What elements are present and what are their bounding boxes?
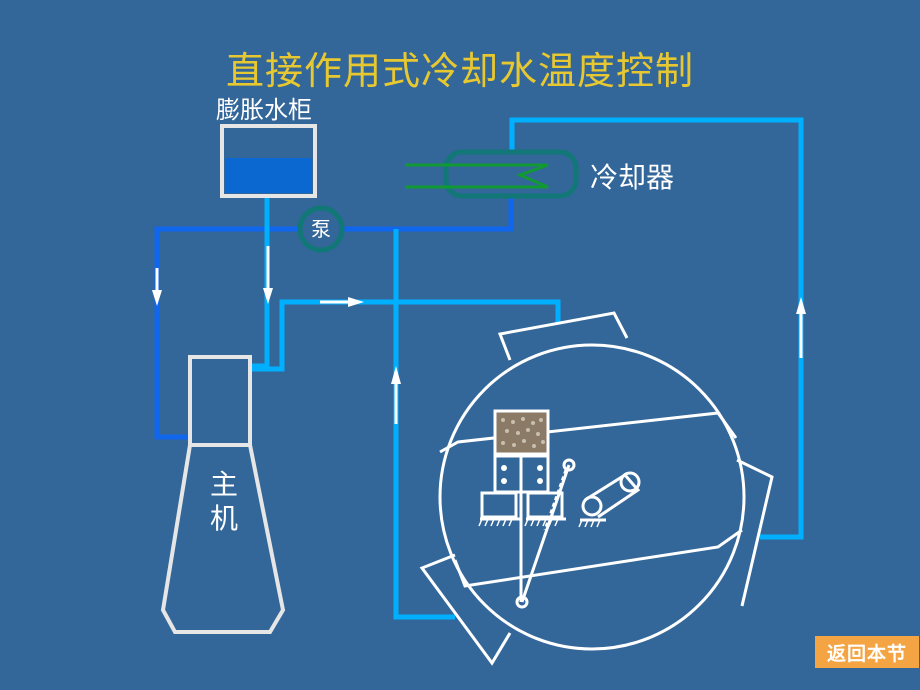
arrow-down-center-icon [263,246,273,304]
pipe-pump-to-engine [154,226,298,440]
arrow-up-right-icon [796,297,806,358]
thermostatic-valve [419,311,774,666]
cooler [405,149,579,199]
expansion-tank-label: 膨胀水柜 [216,96,312,124]
pipe-bypass [393,229,455,620]
pump-label: 泵 [311,217,331,241]
cooler-coil-icon [405,163,549,189]
back-to-section-button[interactable]: 返回本节 [815,636,919,668]
cooler-label: 冷却器 [590,161,675,194]
page-title: 直接作用式冷却水温度控制 [225,49,694,93]
pipe-valve-to-cooler [509,117,804,540]
pipe-cooler-to-pump [343,196,514,232]
main-engine-label: 主 机 [209,468,238,535]
pipe-engine-outlet [252,299,561,372]
sensing-element-pattern [501,417,545,448]
expansion-tank [220,124,317,198]
pipe-tank-down [252,196,270,369]
arrow-right-icon [320,297,364,307]
cold-water-pipes [154,196,514,440]
pump [297,205,345,253]
arrow-down-left-icon [152,268,162,306]
main-engine [160,355,286,634]
arrow-up-bypass-icon [391,366,401,424]
flow-arrows [152,246,806,424]
